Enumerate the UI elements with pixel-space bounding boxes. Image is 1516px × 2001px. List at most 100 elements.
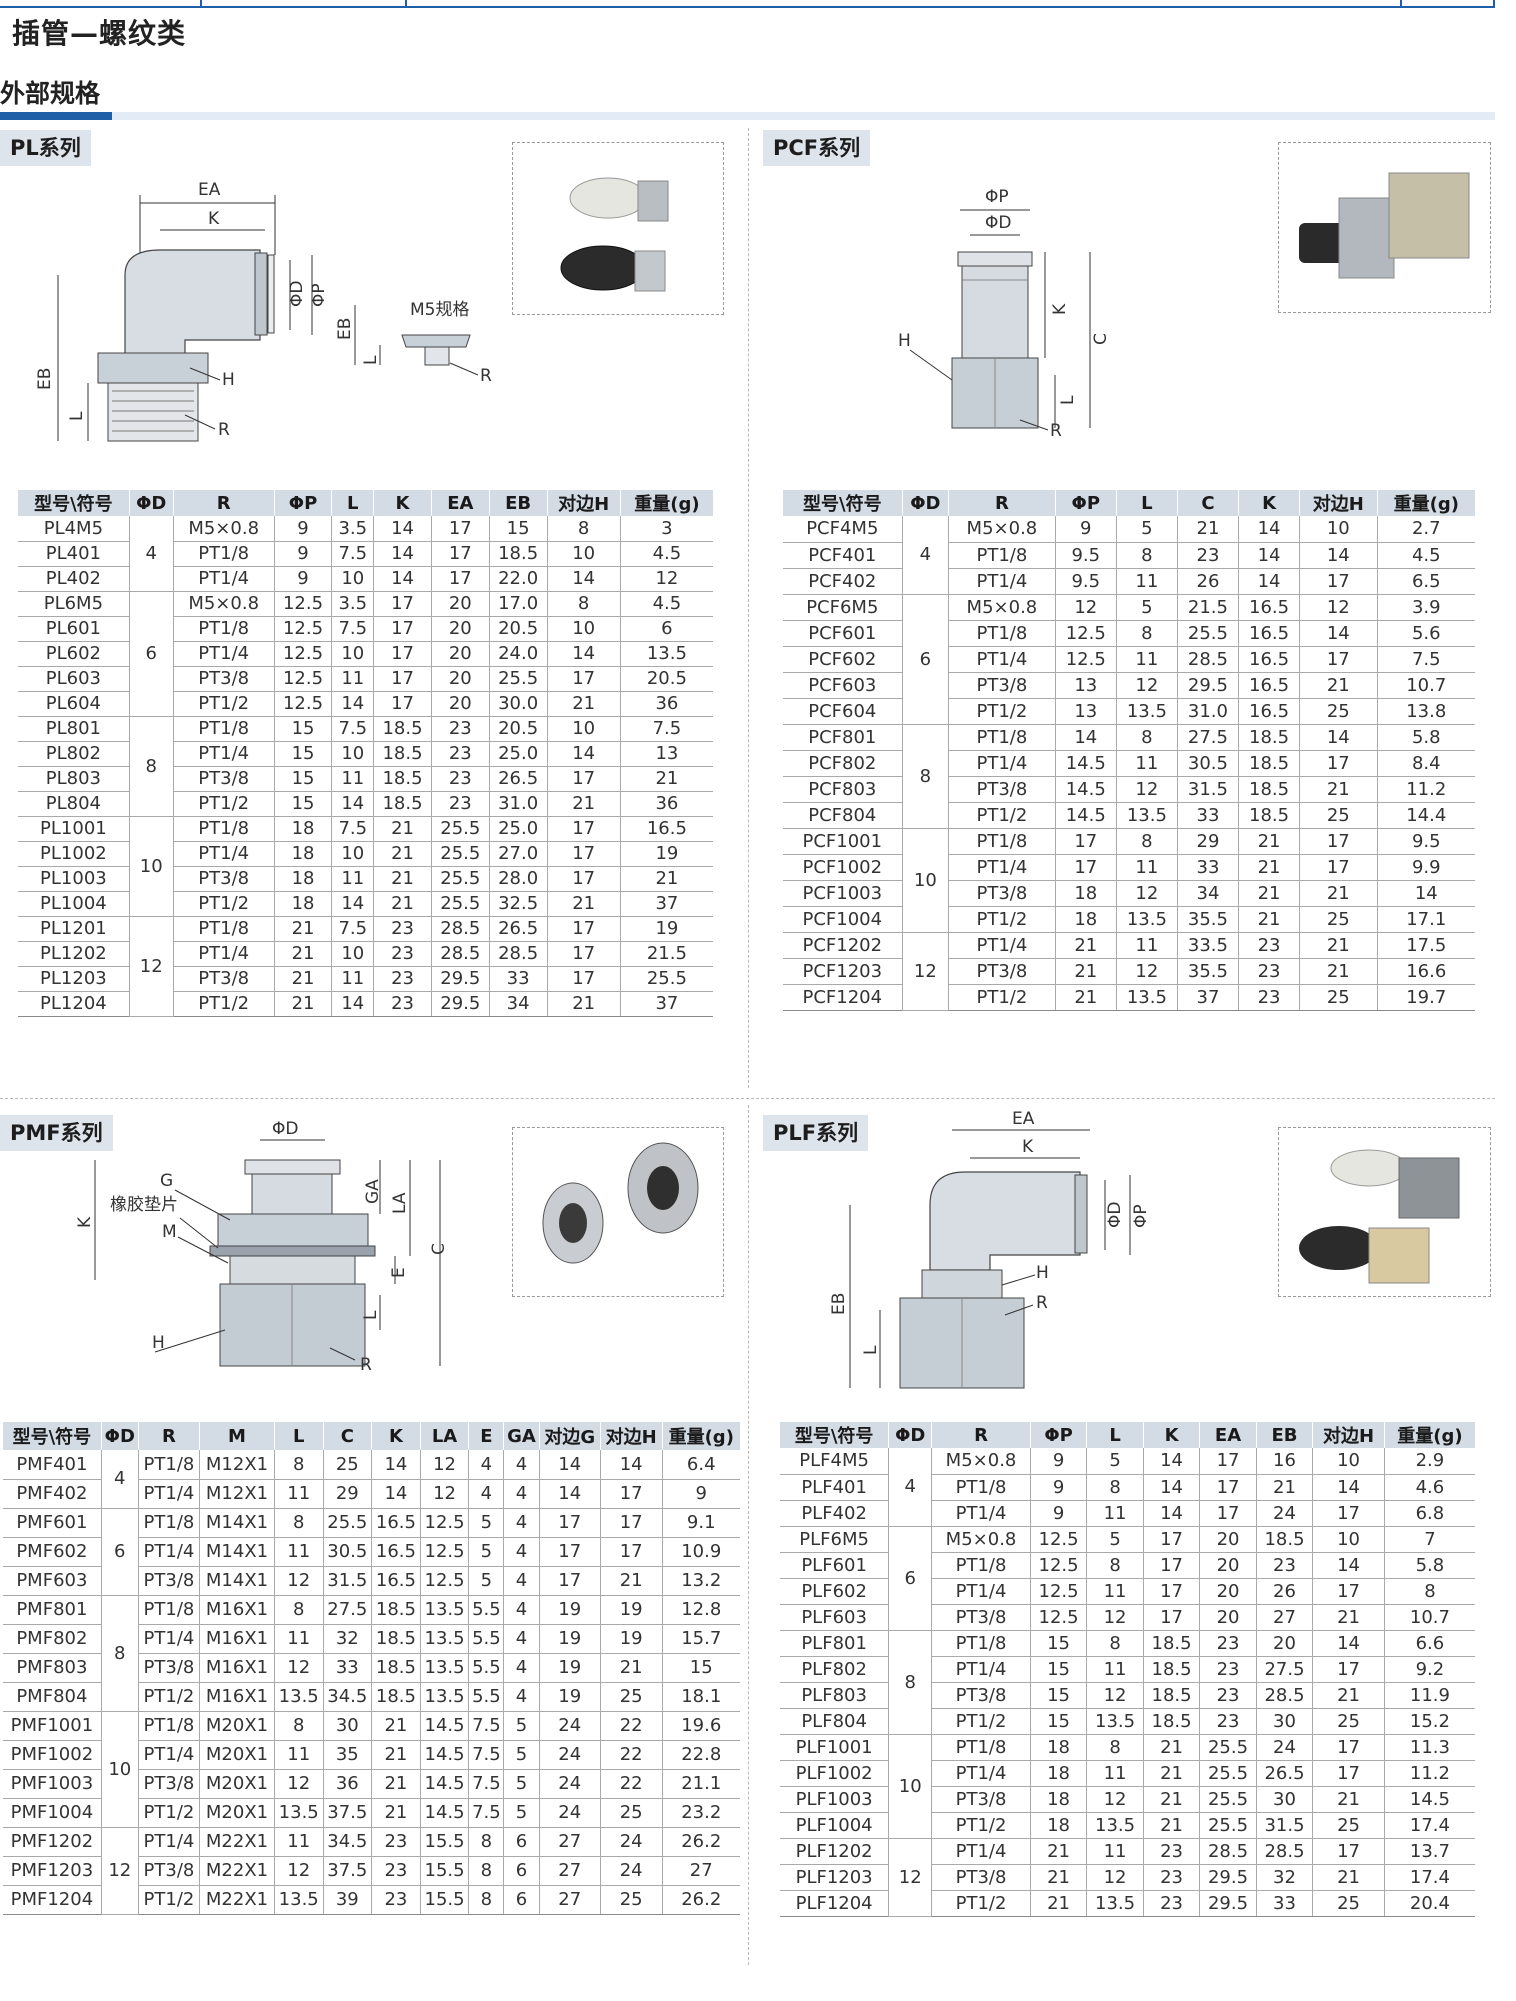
value-cell: 11.2 <box>1383 1760 1475 1787</box>
value-cell: 15.7 <box>661 1624 740 1654</box>
value-cell: 17 <box>1054 854 1117 881</box>
value-cell: PT1/4 <box>172 841 275 867</box>
value-cell: 13.5 <box>1086 1708 1144 1735</box>
value-cell: 17 <box>546 841 621 867</box>
value-cell: 16.6 <box>1376 958 1475 985</box>
value-cell: 21 <box>273 991 332 1017</box>
value-cell: 21 <box>1299 932 1378 959</box>
value-cell: 10 <box>331 841 374 867</box>
value-cell: 18.5 <box>371 1624 421 1654</box>
value-cell: 29 <box>322 1479 372 1509</box>
value-cell: PT3/8 <box>948 776 1056 803</box>
model-cell: PLF1004 <box>780 1812 889 1839</box>
value-cell: 11 <box>1115 750 1178 777</box>
value-cell: 17 <box>1312 1578 1385 1605</box>
value-cell: 25.5 <box>619 966 713 992</box>
value-cell: 25 <box>599 1682 662 1712</box>
value-cell: 30.5 <box>1176 750 1239 777</box>
model-cell: PCF1002 <box>783 854 903 881</box>
model-cell: PL6M5 <box>18 591 130 617</box>
value-cell: 14 <box>546 641 621 667</box>
value-cell: 13.5 <box>273 1798 324 1828</box>
value-cell: 12 <box>273 1856 324 1886</box>
value-cell: 17 <box>546 941 621 967</box>
tube-diameter-cell: 8 <box>888 1630 932 1735</box>
value-cell: 17 <box>430 541 490 567</box>
column-header: 型号\符号 <box>783 490 903 516</box>
value-cell: 13 <box>619 741 713 767</box>
value-cell: 21 <box>1054 932 1117 959</box>
value-cell: 24 <box>599 1827 662 1857</box>
pl-m5-label: M5规格 <box>410 300 469 320</box>
column-header: EB <box>1255 1422 1313 1448</box>
value-cell: 21 <box>373 816 432 842</box>
model-cell: PMF1001 <box>3 1711 102 1741</box>
model-cell: PCF604 <box>783 698 903 725</box>
value-cell: 14.5 <box>419 1769 469 1799</box>
tube-diameter-cell: 12 <box>901 932 949 1011</box>
value-cell: 5 <box>503 1740 540 1770</box>
value-cell: 11.3 <box>1383 1734 1475 1761</box>
model-cell: PMF1202 <box>3 1827 102 1857</box>
value-cell: 21 <box>1299 880 1378 907</box>
value-cell: 29.5 <box>1199 1864 1257 1891</box>
value-cell: 18 <box>1029 1786 1087 1813</box>
plf-dim-r: R <box>1036 1293 1048 1313</box>
value-cell: 29.5 <box>1176 672 1239 699</box>
model-cell: PCF1003 <box>783 880 903 907</box>
value-cell: 21 <box>1312 1864 1385 1891</box>
pmf-dim-r: R <box>360 1355 372 1375</box>
value-cell: 17 <box>599 1479 662 1509</box>
value-cell: 12 <box>1115 776 1178 803</box>
model-cell: PMF1203 <box>3 1856 102 1886</box>
value-cell: 16.5 <box>1237 646 1300 673</box>
value-cell: 17 <box>430 566 490 592</box>
series-tag-pmf: PMF系列 <box>0 1115 113 1151</box>
value-cell: 20.5 <box>488 716 548 742</box>
tube-diameter-cell: 6 <box>901 594 949 725</box>
value-cell: 21 <box>1029 1890 1087 1917</box>
value-cell: 3.5 <box>331 516 374 542</box>
value-cell: 10 <box>546 541 621 567</box>
value-cell: 21 <box>1237 880 1300 907</box>
value-cell: 3.9 <box>1376 594 1475 621</box>
value-cell: 13.7 <box>1383 1838 1475 1865</box>
value-cell: 18.5 <box>488 541 548 567</box>
value-cell: 33.5 <box>1176 932 1239 959</box>
column-header: M <box>199 1422 275 1450</box>
value-cell: 23 <box>1176 542 1239 569</box>
value-cell: 25 <box>1312 1812 1385 1839</box>
value-cell: 21 <box>619 866 713 892</box>
value-cell: 15 <box>1029 1630 1087 1657</box>
model-cell: PL1204 <box>18 991 130 1017</box>
value-cell: 17 <box>373 691 432 717</box>
model-cell: PL1003 <box>18 866 130 892</box>
value-cell: 14 <box>546 741 621 767</box>
value-cell: PT1/8 <box>172 716 275 742</box>
section-underline <box>0 112 1495 120</box>
column-header: 型号\符号 <box>18 490 130 516</box>
value-cell: PT1/4 <box>137 1740 200 1770</box>
value-cell: PT3/8 <box>137 1653 200 1683</box>
value-cell: 8 <box>1086 1630 1144 1657</box>
value-cell: 14 <box>373 566 432 592</box>
value-cell: 23 <box>373 966 432 992</box>
column-header: ΦP <box>273 490 332 516</box>
value-cell: 12 <box>619 566 713 592</box>
value-cell: 12.5 <box>1029 1604 1087 1631</box>
value-cell: 4 <box>503 1537 540 1567</box>
value-cell: PT1/8 <box>172 616 275 642</box>
model-cell: PMF802 <box>3 1624 102 1654</box>
value-cell: 2.9 <box>1383 1448 1475 1475</box>
tube-diameter-cell: 4 <box>100 1450 139 1509</box>
pcf-dim-h: H <box>898 331 911 351</box>
value-cell: 8 <box>1086 1552 1144 1579</box>
value-cell: 17 <box>599 1508 662 1538</box>
model-cell: PL1004 <box>18 891 130 917</box>
value-cell: 23 <box>1199 1682 1257 1709</box>
